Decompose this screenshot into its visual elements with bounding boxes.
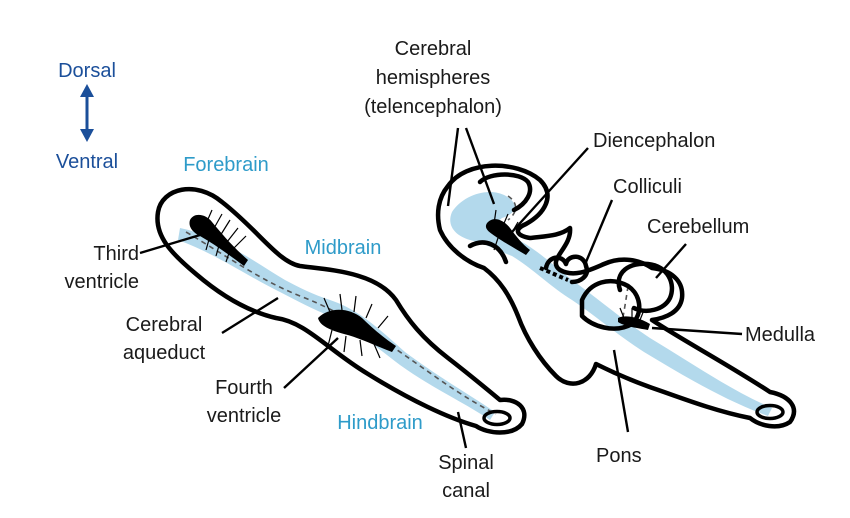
cerebral-aqueduct-leader: [221, 296, 279, 335]
colliculi-shape: [543, 254, 590, 285]
cerebral-aqueduct-label-line-2: aqueduct: [123, 342, 206, 364]
medulla-leader: [651, 326, 743, 336]
right-ventricular-system: [450, 191, 772, 416]
left-tube-outline: [155, 186, 527, 435]
hindbrain-label: Hindbrain: [337, 412, 423, 434]
right-brain: [435, 163, 797, 429]
dorsal-label: Dorsal: [58, 60, 116, 82]
ventral-label: Ventral: [56, 151, 118, 173]
spinal-canal-label-line-2: canal: [442, 480, 490, 502]
pons-leader: [612, 349, 630, 433]
left-neural-tube: [155, 186, 527, 435]
right-brain-outline: [435, 163, 797, 429]
forebrain-label: Forebrain: [183, 154, 269, 176]
diencephalon-leader: [511, 147, 589, 233]
spinal-canal-label-line-1: Spinal: [438, 452, 494, 474]
diencephalon-label: Diencephalon: [593, 130, 715, 152]
colliculi-label: Colliculi: [613, 176, 682, 198]
fourth-ventricle-shape: [318, 293, 396, 359]
fourth-ventricle-label-line-1: Fourth: [215, 377, 273, 399]
right-fourth-ventricle-shape: [618, 307, 650, 330]
colliculi-leader: [584, 199, 614, 263]
cerebellum-shape: [616, 261, 675, 313]
fourth-ventricle-leader: [283, 337, 339, 389]
third-ventricle-shape: [189, 209, 248, 266]
cerebral-hemispheres-label-line-3: (telencephalon): [364, 96, 502, 118]
third-ventricle-label-line-2: ventricle: [65, 271, 139, 293]
hemispheres-leader-right: [464, 127, 496, 205]
third-ventricle-label-line-1: Third: [93, 243, 139, 265]
cerebellum-leader: [655, 243, 687, 279]
midbrain-label: Midbrain: [305, 237, 382, 259]
third-ventricle-leader: [139, 233, 201, 255]
pons-label: Pons: [596, 445, 642, 467]
fourth-ventricle-label-line-2: ventricle: [207, 405, 281, 427]
spinal-canal-leader: [456, 411, 468, 449]
cerebral-hemispheres-label-line-1: Cerebral: [395, 38, 472, 60]
medulla-label: Medulla: [745, 324, 816, 346]
hemispheres-leader-left: [446, 127, 460, 207]
cerebral-hemispheres-label-line-2: hemispheres: [376, 67, 491, 89]
cerebellum-label: Cerebellum: [647, 216, 749, 238]
dorsal-ventral-arrow: [80, 84, 94, 142]
cerebral-aqueduct-label-line-1: Cerebral: [126, 314, 203, 336]
